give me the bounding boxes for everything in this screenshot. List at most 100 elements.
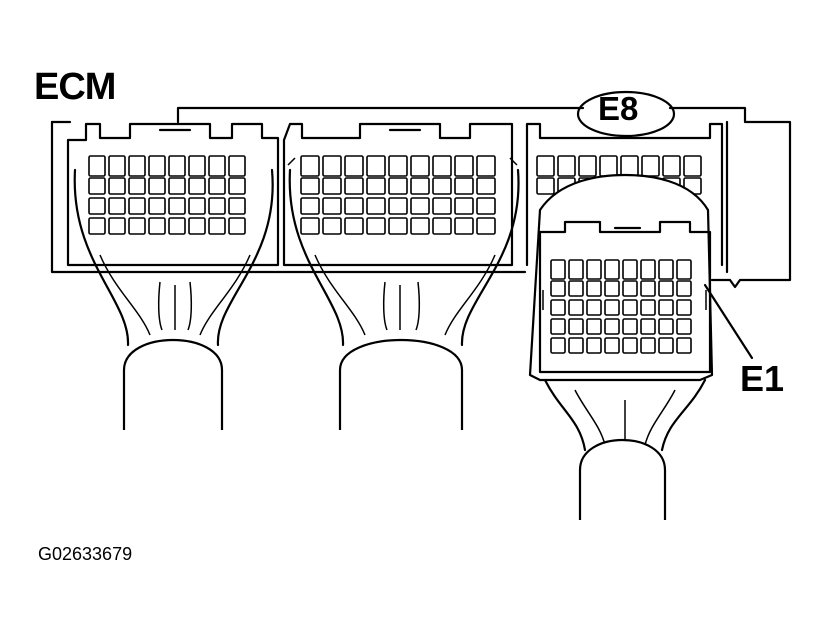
terminal-pin (676, 280, 692, 297)
pin-grid-left (88, 155, 246, 235)
terminal-pin (683, 155, 702, 177)
terminal-pin (388, 217, 408, 235)
terminal-pin (148, 217, 166, 235)
terminal-pin (476, 177, 496, 195)
terminal-pin (410, 197, 430, 215)
terminal-pin (108, 155, 126, 177)
terminal-pin (568, 259, 584, 280)
terminal-pin (550, 318, 566, 335)
terminal-pin (410, 217, 430, 235)
terminal-pin (366, 197, 386, 215)
terminal-pin (88, 177, 106, 195)
figure-code: G02633679 (38, 544, 133, 564)
terminal-pin (128, 155, 146, 177)
terminal-pin (476, 217, 496, 235)
e1-leader-line (703, 283, 754, 360)
terminal-pin (344, 155, 364, 177)
plug-connector-e8 (528, 173, 714, 520)
terminal-pin (640, 337, 656, 354)
terminal-pin (148, 197, 166, 215)
terminal-pin (676, 299, 692, 316)
terminal-pin (432, 217, 452, 235)
terminal-pin (410, 155, 430, 177)
terminal-pin (188, 155, 206, 177)
terminal-pin (322, 155, 342, 177)
e8-callout (576, 90, 676, 138)
terminal-pin (604, 337, 620, 354)
ecm-label: ECM (34, 66, 116, 108)
terminal-pin (208, 197, 226, 215)
terminal-pin (188, 217, 206, 235)
terminal-pin (168, 197, 186, 215)
terminal-pin (344, 217, 364, 235)
terminal-pin (604, 259, 620, 280)
wire-harness-left (73, 168, 274, 430)
terminal-pin (586, 318, 602, 335)
terminal-pin (620, 155, 639, 177)
terminal-pin (536, 177, 555, 195)
terminal-pin (640, 259, 656, 280)
terminal-pin (188, 177, 206, 195)
terminal-pin (622, 259, 638, 280)
terminal-pin (148, 155, 166, 177)
terminal-pin (578, 155, 597, 177)
terminal-pin (568, 318, 584, 335)
terminal-pin (568, 299, 584, 316)
terminal-pin (128, 217, 146, 235)
terminal-pin (388, 155, 408, 177)
harness-clip-marks (287, 157, 707, 310)
terminal-pin (658, 259, 674, 280)
terminal-pin (622, 318, 638, 335)
connector-e8-label: E8 (598, 90, 639, 127)
terminal-pin (300, 217, 320, 235)
terminal-pin (676, 318, 692, 335)
terminal-pin (550, 280, 566, 297)
terminal-pin (188, 197, 206, 215)
terminal-pin (88, 155, 106, 177)
terminal-pin (550, 299, 566, 316)
terminal-pin (586, 280, 602, 297)
terminal-pin (366, 155, 386, 177)
terminal-pin (622, 299, 638, 316)
terminal-pin (658, 318, 674, 335)
terminal-pin (300, 197, 320, 215)
ecm-connector-socket-middle (282, 122, 514, 267)
terminal-pin (208, 155, 226, 177)
terminal-pin (228, 155, 246, 177)
terminal-pin (228, 197, 246, 215)
terminal-pin (622, 337, 638, 354)
terminal-pin (599, 155, 618, 177)
terminal-pin (454, 177, 474, 195)
ecm-housing (50, 106, 792, 289)
terminal-pin (454, 217, 474, 235)
terminal-pin (322, 217, 342, 235)
terminal-pin (586, 337, 602, 354)
terminal-pin (88, 197, 106, 215)
terminal-pin (410, 177, 430, 195)
terminal-pin (568, 280, 584, 297)
terminal-pin (108, 217, 126, 235)
terminal-e1-label: E1 (740, 358, 785, 399)
terminal-pin (640, 299, 656, 316)
terminal-pin (208, 177, 226, 195)
terminal-pin (168, 155, 186, 177)
wire-harness-middle (288, 168, 520, 430)
terminal-pin (641, 155, 660, 177)
terminal-pin (366, 217, 386, 235)
terminal-pin (300, 177, 320, 195)
terminal-pin (148, 177, 166, 195)
terminal-pin (476, 155, 496, 177)
terminal-pin (108, 197, 126, 215)
terminal-pin (208, 217, 226, 235)
terminal-pin (658, 337, 674, 354)
terminal-pin (604, 280, 620, 297)
terminal-pin (604, 299, 620, 316)
terminal-pin (388, 197, 408, 215)
terminal-pin (658, 280, 674, 297)
pin-grid-middle (300, 155, 496, 235)
terminal-pin (228, 177, 246, 195)
terminal-pin (476, 197, 496, 215)
terminal-pin (568, 337, 584, 354)
terminal-pin (676, 259, 692, 280)
